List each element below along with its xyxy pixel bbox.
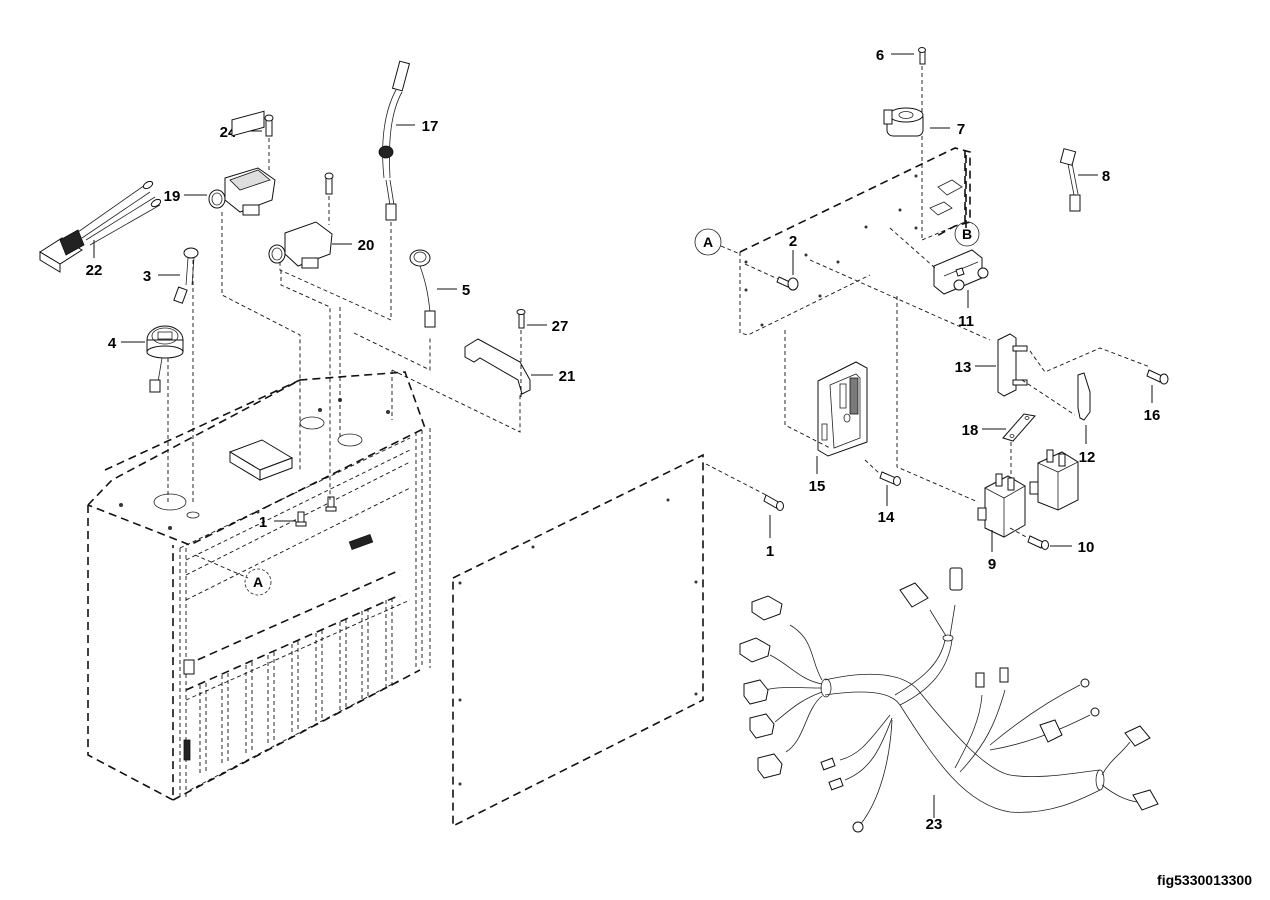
screw-1-enclosure: 1	[259, 496, 337, 531]
fuse-leader	[1021, 379, 1076, 416]
callout-11: 11	[958, 313, 974, 330]
detail-marker-b-plate: B	[954, 221, 980, 247]
callout-21: 21	[559, 368, 576, 385]
callout-27: 27	[552, 318, 569, 335]
switch-module-19: 19	[164, 110, 276, 216]
detail-marker-a-plate-label: A	[703, 234, 713, 250]
detail-marker-b-plate-label: B	[962, 226, 972, 242]
detail-marker-a-label: A	[253, 574, 263, 590]
callout-2: 2	[789, 233, 797, 250]
jumper-lead-8: 8	[1059, 148, 1110, 212]
screw-16: 16	[1144, 369, 1169, 424]
callout-19: 19	[164, 188, 181, 205]
callout-1-panel: 1	[766, 543, 774, 560]
callout-12: 12	[1079, 449, 1096, 466]
callout-18: 18	[962, 422, 979, 439]
indicator-lamp-3: 3	[143, 247, 199, 505]
callout-20: 20	[358, 237, 375, 254]
handle-21: 27 21	[464, 309, 576, 398]
callout-23: 23	[926, 816, 943, 833]
wiring-harness-23: 23	[739, 567, 1159, 833]
cover-panel	[452, 453, 769, 828]
callout-8: 8	[1102, 168, 1110, 185]
enclosure-box	[87, 371, 431, 802]
mounting-plate	[739, 147, 971, 336]
figure-id: fig5330013300	[1157, 872, 1252, 888]
terminal-block-11: 11	[809, 227, 991, 341]
switch-module-20: 20	[268, 172, 375, 269]
callout-17: 17	[422, 118, 439, 135]
bus-bar-18: 18	[962, 413, 1036, 478]
battery-cells	[199, 598, 393, 775]
fuse-holder-13: 13	[955, 333, 1028, 397]
detail-marker-a-enclosure: A	[194, 554, 272, 596]
contactor-9: 9	[977, 473, 1026, 573]
fuse-12: 12	[1077, 372, 1096, 466]
screw-16-leader	[1029, 347, 1151, 373]
callout-14: 14	[878, 509, 895, 526]
contactor-second	[1029, 449, 1079, 511]
callout-6: 6	[876, 47, 884, 64]
assembly-leaders-left	[221, 212, 521, 500]
bolt-2: 2	[744, 233, 799, 291]
callout-9: 9	[988, 556, 996, 573]
screw-14: 14	[864, 296, 979, 526]
detail-marker-a-plate: A	[694, 228, 741, 256]
callout-15: 15	[809, 478, 826, 495]
callout-13: 13	[955, 359, 972, 376]
callout-10: 10	[1078, 539, 1095, 556]
callout-1-enclosure: 1	[259, 514, 267, 531]
callout-5: 5	[462, 282, 470, 299]
current-sensor-7: 7	[883, 107, 965, 138]
battery-cable-22: 22	[39, 180, 162, 279]
callout-16: 16	[1144, 407, 1161, 424]
screw-10: 10	[1009, 527, 1095, 556]
sensor-5: 5	[409, 249, 470, 328]
callout-7: 7	[957, 121, 965, 138]
screw-6: 6	[876, 47, 926, 150]
callout-22: 22	[86, 262, 103, 279]
callout-4: 4	[108, 335, 117, 352]
gauge-4: 4	[108, 325, 184, 505]
screw-1-panel: 1	[763, 494, 784, 560]
callout-3: 3	[143, 268, 151, 285]
controller-module-15: 15	[784, 330, 868, 495]
cable-17: 17	[279, 60, 439, 321]
